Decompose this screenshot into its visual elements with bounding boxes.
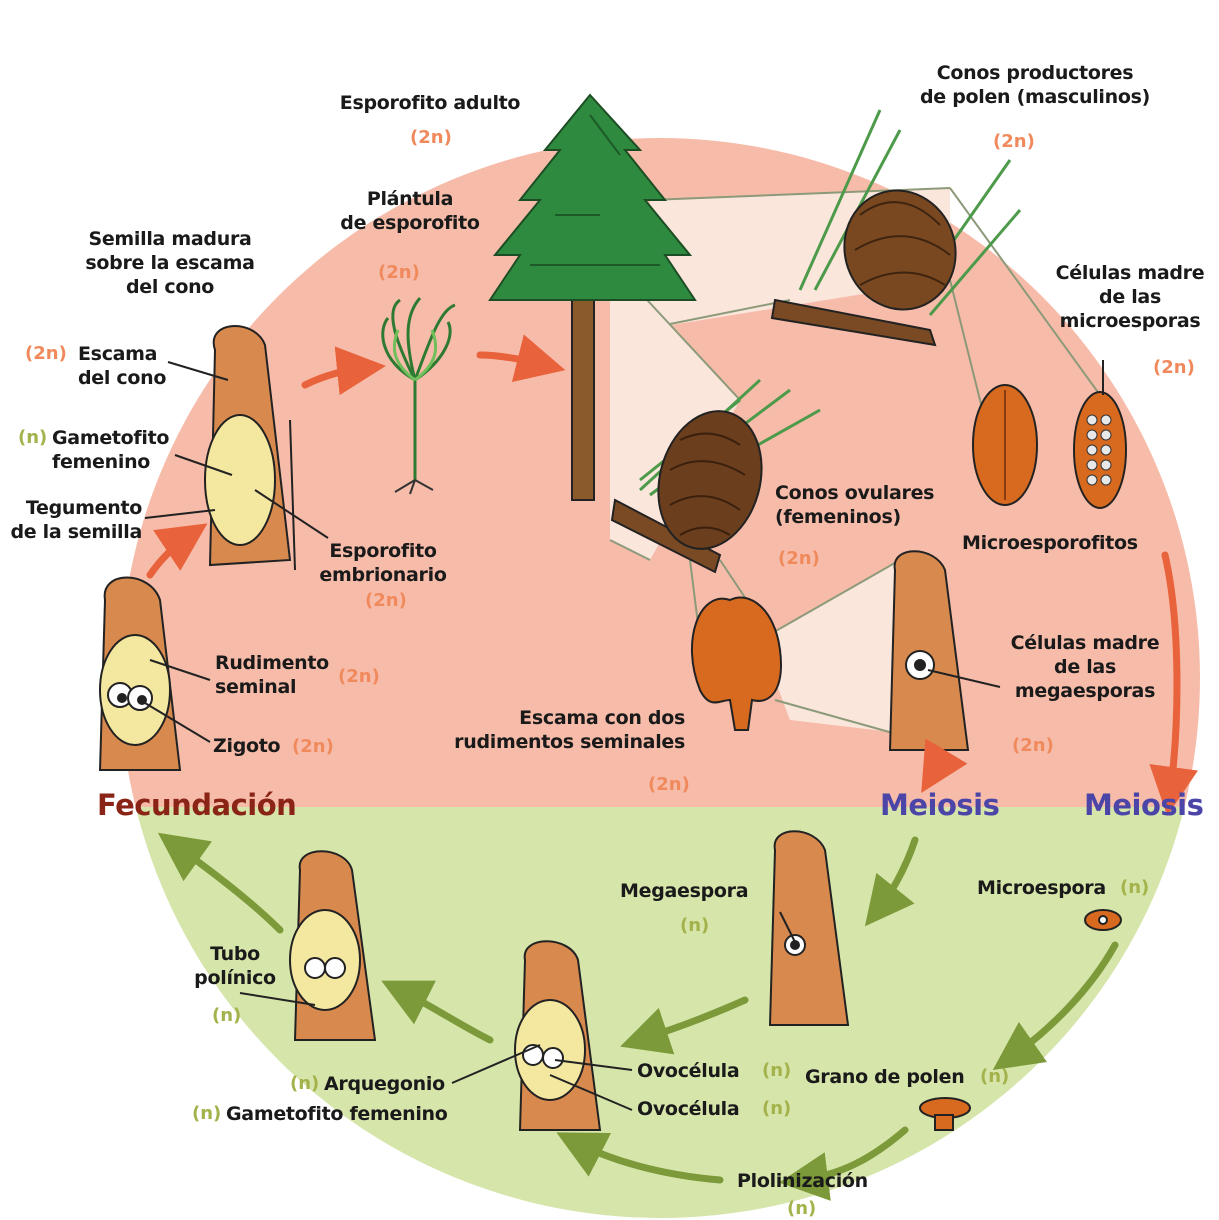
ploidy-grano-polen: (n) bbox=[980, 1066, 1009, 1087]
label-ovocelula-2: Ovocélula bbox=[637, 1098, 739, 1122]
ploidy-gametofito-bottom: (n) bbox=[192, 1103, 221, 1124]
ploidy-escama-cono: (2n) bbox=[25, 343, 67, 364]
stage-meiosis-right: Meiosis bbox=[1084, 788, 1203, 822]
label-conos-ovulares: Conos ovulares(femeninos) bbox=[775, 482, 934, 530]
label-grano-polen: Grano de polen bbox=[805, 1066, 964, 1090]
ploidy-zigoto: (2n) bbox=[292, 736, 334, 757]
ploidy-escama-dos: (2n) bbox=[648, 774, 690, 795]
label-arquegonio: Arquegonio bbox=[324, 1073, 445, 1097]
ploidy-microespora: (n) bbox=[1120, 877, 1149, 898]
label-gametofito-bottom: Gametofito femenino bbox=[226, 1103, 448, 1127]
ploidy-rudimento: (2n) bbox=[338, 666, 380, 687]
label-ovocelula-1: Ovocélula bbox=[637, 1060, 739, 1084]
ploidy-tubo: (n) bbox=[212, 1005, 241, 1026]
ploidy-esporofito-adulto: (2n) bbox=[410, 127, 452, 148]
ploidy-polinizacion: (n) bbox=[787, 1198, 816, 1219]
ploidy-ovocelula-2: (n) bbox=[762, 1098, 791, 1119]
ploidy-plantula: (2n) bbox=[378, 262, 420, 283]
ploidy-celulas-micro: (2n) bbox=[1153, 357, 1195, 378]
label-megaespora: Megaespora bbox=[620, 880, 748, 904]
ploidy-gametofito-top: (n) bbox=[18, 427, 47, 448]
ploidy-celulas-mega: (2n) bbox=[1012, 735, 1054, 756]
ploidy-megaespora: (n) bbox=[680, 915, 709, 936]
ploidy-conos-ovulares: (2n) bbox=[778, 548, 820, 569]
label-microesporofitos: Microesporofitos bbox=[962, 532, 1138, 556]
label-zigoto: Zigoto bbox=[213, 735, 280, 759]
label-polinizacion: Plolinización bbox=[737, 1170, 868, 1194]
ploidy-arquegonio: (n) bbox=[290, 1073, 319, 1094]
stage-fecundacion: Fecundación bbox=[97, 788, 296, 822]
label-esporofito-adulto: Esporofito adulto bbox=[330, 92, 530, 116]
label-microespora: Microespora bbox=[977, 877, 1106, 901]
stage-meiosis-left: Meiosis bbox=[880, 788, 999, 822]
ploidy-ovocelula-1: (n) bbox=[762, 1060, 791, 1081]
ploidy-esporofito-embrionario: (2n) bbox=[365, 590, 407, 611]
ploidy-conos-polen: (2n) bbox=[993, 131, 1035, 152]
